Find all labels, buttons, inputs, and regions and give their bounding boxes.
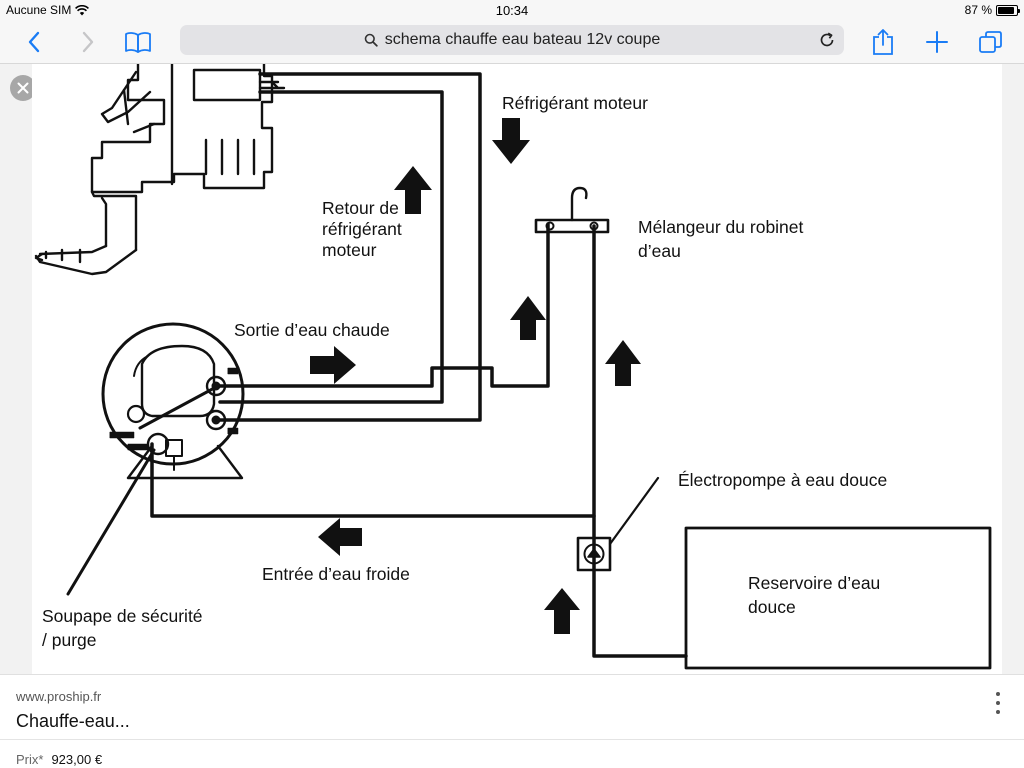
bookmarks-button[interactable]	[122, 26, 154, 58]
label-melangeur-line2: d’eau	[638, 241, 681, 261]
plus-icon	[926, 31, 948, 53]
share-button[interactable]	[867, 26, 899, 58]
pipes	[150, 72, 688, 658]
pump	[576, 476, 660, 572]
battery-fill	[998, 6, 1014, 14]
engine-drawing	[34, 64, 286, 276]
price-value: 923,00 €	[51, 752, 103, 767]
status-bar: Aucune SIM 10:34 87 %	[0, 0, 1024, 20]
chevron-left-icon	[28, 31, 40, 53]
url-text: schema chauffe eau bateau 12v coupe	[384, 31, 661, 48]
reload-icon	[820, 32, 834, 47]
arrow-cold-left	[318, 518, 362, 556]
label-retour-line1: Retour de	[322, 198, 399, 218]
address-bar[interactable]: schema chauffe eau bateau 12v coupe	[180, 25, 844, 55]
forward-button[interactable]	[72, 26, 104, 58]
label-soupape-line1: Soupape de sécurité	[42, 606, 203, 626]
label-entree-eau-froide: Entrée d’eau froide	[262, 564, 410, 584]
search-icon	[364, 33, 378, 47]
diagram-image[interactable]: Réfrigérant moteur Retour de réfrigérant…	[32, 64, 1002, 674]
label-electropompe: Électropompe à eau douce	[678, 470, 888, 490]
water-heater	[66, 322, 245, 596]
share-icon	[873, 29, 893, 55]
label-melangeur-line1: Mélangeur du robinet	[638, 217, 804, 237]
close-viewer-button[interactable]	[10, 75, 36, 101]
label-reservoir-line2: douce	[748, 597, 796, 617]
arrow-cold-up	[605, 340, 641, 386]
label-sortie-eau-chaude: Sortie d’eau chaude	[234, 320, 390, 340]
arrow-hot-right	[310, 346, 356, 384]
battery-percent: 87 %	[964, 3, 992, 17]
carrier-label: Aucune SIM	[6, 3, 72, 17]
label-soupape-line2: / purge	[42, 630, 97, 650]
arrow-mixer-up	[510, 296, 546, 340]
price-row: Prix* 923,00 €	[16, 752, 102, 767]
label-reservoir-line1: Reservoire d’eau	[748, 573, 881, 593]
more-dot	[996, 710, 1000, 714]
result-card: www.proship.fr Chauffe-eau... Prix* 923,…	[0, 674, 1024, 768]
arrow-return-up	[394, 166, 432, 214]
arrow-refrigerant-down	[492, 118, 530, 164]
tabs-button[interactable]	[975, 26, 1007, 58]
label-retour-line3: moteur	[322, 240, 377, 260]
reload-button[interactable]	[818, 31, 836, 49]
label-refrigerant-moteur: Réfrigérant moteur	[502, 93, 648, 113]
price-label: Prix*	[16, 752, 44, 767]
more-dot	[996, 692, 1000, 696]
arrow-pump-up	[544, 588, 580, 634]
label-retour-line2: réfrigérant	[322, 219, 402, 239]
more-options-button[interactable]	[988, 689, 1008, 717]
wifi-icon	[75, 4, 90, 15]
browser-toolbar: schema chauffe eau bateau 12v coupe	[0, 20, 1024, 64]
clock: 10:34	[495, 3, 529, 18]
book-icon	[125, 32, 151, 53]
tabs-icon	[979, 31, 1002, 53]
image-viewer: Réfrigérant moteur Retour de réfrigérant…	[0, 64, 1024, 674]
chevron-right-icon	[82, 31, 94, 53]
water-heater-diagram	[34, 64, 992, 670]
more-dot	[996, 701, 1000, 705]
divider	[0, 739, 1024, 740]
result-title[interactable]: Chauffe-eau...	[16, 711, 130, 731]
new-tab-button[interactable]	[921, 26, 953, 58]
back-button[interactable]	[18, 26, 50, 58]
battery-icon	[996, 4, 1020, 16]
page-content: Réfrigérant moteur Retour de réfrigérant…	[0, 64, 1024, 768]
mixer	[534, 186, 610, 234]
source-url[interactable]: www.proship.fr	[16, 689, 102, 704]
close-icon	[17, 82, 29, 94]
reservoir	[684, 526, 992, 670]
flow-arrows	[310, 118, 641, 634]
